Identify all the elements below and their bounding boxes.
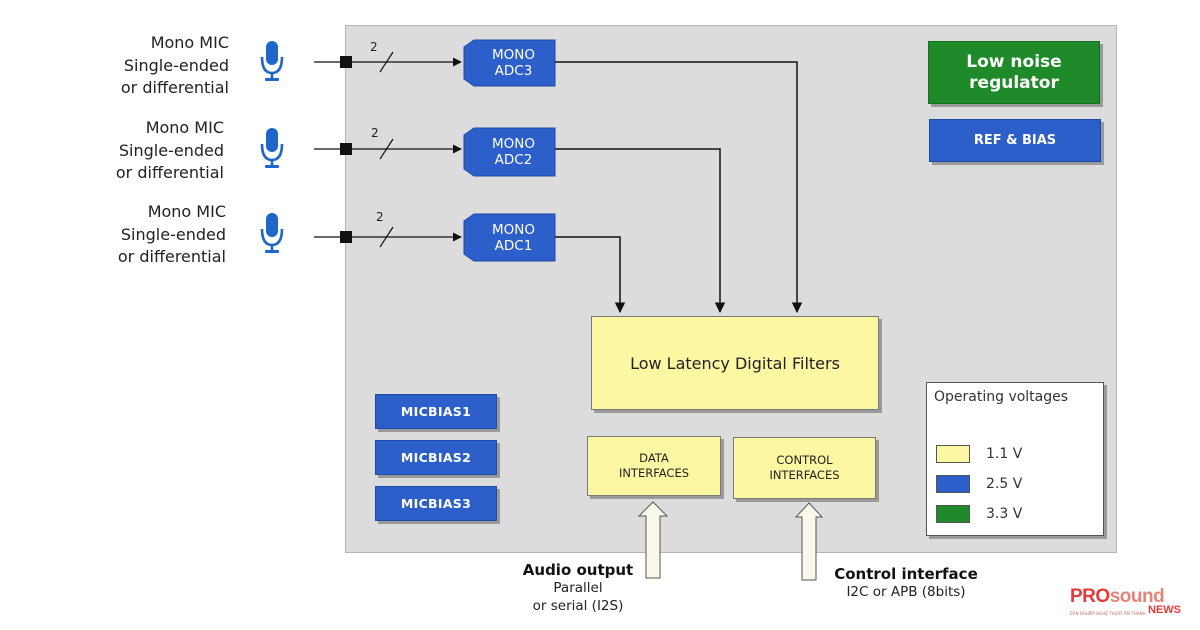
mic-mode-alt: or differential xyxy=(120,78,229,97)
control-interface-label: Control interface I2C or APB (8bits) xyxy=(822,565,990,601)
adc2-shape xyxy=(463,127,556,177)
adc3-route xyxy=(555,61,803,314)
audio-output-line-2: or serial (I2S) xyxy=(532,598,624,614)
micbias1-block: MICBIAS1 xyxy=(375,394,497,429)
mic-mode: Single-ended xyxy=(123,55,229,75)
input-line-adc2 xyxy=(314,138,462,160)
ref-bias-block: REF & BIAS xyxy=(929,119,1101,162)
iface-line-2: INTERFACES xyxy=(769,468,840,482)
microphone-icon xyxy=(260,126,284,170)
adc-type: MONO xyxy=(492,221,535,238)
adc-name: ADC1 xyxy=(494,237,533,254)
control-interface-title: Control interface xyxy=(834,565,978,583)
adc-name: ADC2 xyxy=(494,152,533,168)
audio-output-label: Audio output Parallel or serial (I2S) xyxy=(503,561,653,615)
adc2-route xyxy=(555,148,726,314)
mic-mode: Single-ended xyxy=(120,224,226,244)
logo-tagline: BẢN NGHIỆP NGHỆ THUẬT ÂM THANH xyxy=(1070,611,1146,616)
legend-label: 3.3 V xyxy=(986,506,1023,522)
audio-output-line-1: Parallel xyxy=(553,580,603,596)
logo-pro: PRO xyxy=(1070,586,1110,607)
mic-label-1: Mono MIC Single-ended or differential xyxy=(14,32,229,100)
mic-type: Mono MIC xyxy=(147,202,226,221)
mic-mode-alt: or differential xyxy=(117,247,226,266)
mic-mode-alt: or differential xyxy=(115,163,224,182)
mic-type: Mono MIC xyxy=(145,118,224,137)
regulator-line-1: Low noise xyxy=(966,51,1062,72)
legend-swatch-blue xyxy=(936,475,970,493)
legend-item: 1.1 V xyxy=(936,445,1022,463)
adc3-shape xyxy=(463,39,556,87)
input-line-adc3 xyxy=(314,51,462,73)
low-noise-regulator-block: Low noise regulator xyxy=(928,41,1100,104)
adc-type: MONO xyxy=(492,47,535,63)
audio-output-arrow-icon xyxy=(637,501,669,579)
legend-label: 2.5 V xyxy=(986,476,1023,492)
micbias3-block: MICBIAS3 xyxy=(375,486,497,521)
bus-width-label: 2 xyxy=(376,210,384,224)
legend-title: Operating voltages xyxy=(934,389,1069,405)
adc-type: MONO xyxy=(492,136,535,152)
operating-voltages-legend: Operating voltages 1.1 V 2.5 V 3.3 V xyxy=(926,382,1104,536)
prosoundnews-logo: PROsound NEWS BẢN NGHIỆP NGHỆ THUẬT ÂM T… xyxy=(1070,586,1181,616)
adc1-route xyxy=(555,236,626,314)
legend-swatch-yellow xyxy=(936,445,970,463)
adc1-shape xyxy=(463,213,556,262)
control-interfaces-block: CONTROL INTERFACES xyxy=(733,437,876,499)
adc1-block: MONO ADC1 xyxy=(472,214,555,261)
data-interfaces-block: DATA INTERFACES xyxy=(587,436,721,496)
legend-label: 1.1 V xyxy=(986,446,1023,462)
mic-mode: Single-ended xyxy=(118,140,224,160)
regulator-line-2: regulator xyxy=(969,72,1059,93)
legend-item: 2.5 V xyxy=(936,475,1022,493)
bus-width-label: 2 xyxy=(370,40,378,54)
microphone-icon xyxy=(260,211,284,255)
iface-line-1: DATA xyxy=(639,451,669,465)
logo-news: NEWS xyxy=(1148,604,1181,616)
microphone-icon xyxy=(260,39,284,83)
legend-item: 3.3 V xyxy=(936,505,1022,523)
control-interface-arrow-icon xyxy=(794,502,824,581)
micbias2-block: MICBIAS2 xyxy=(375,440,497,475)
adc3-block: MONO ADC3 xyxy=(472,40,555,86)
adc2-block: MONO ADC2 xyxy=(472,128,555,176)
bus-width-label: 2 xyxy=(371,126,379,140)
mic-label-3: Mono MIC Single-ended or differential xyxy=(11,201,226,269)
adc-name: ADC3 xyxy=(494,63,533,79)
mic-type: Mono MIC xyxy=(150,33,229,52)
control-interface-line-1: I2C or APB (8bits) xyxy=(846,584,966,600)
iface-line-1: CONTROL xyxy=(776,453,833,467)
legend-swatch-green xyxy=(936,505,970,523)
digital-filters-block: Low Latency Digital Filters xyxy=(591,316,879,410)
input-line-adc1 xyxy=(314,226,462,248)
audio-output-title: Audio output xyxy=(522,561,634,579)
mic-label-2: Mono MIC Single-ended or differential xyxy=(9,117,224,185)
iface-line-2: INTERFACES xyxy=(618,466,690,480)
logo-sound: sound xyxy=(1109,586,1165,607)
